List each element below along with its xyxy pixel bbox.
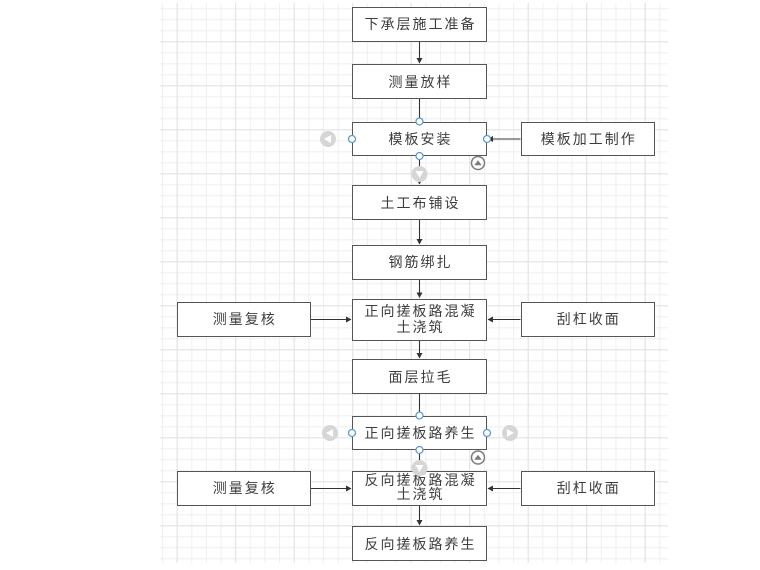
chevron-up-icon: [474, 454, 482, 460]
step-box-reverse-concrete-pouring[interactable]: 反向搓板路混凝 土浇筑: [352, 471, 487, 506]
step-label: 反向搓板路养生: [364, 536, 477, 553]
step-box-surface-texturing[interactable]: 面层拉毛: [352, 359, 487, 394]
step-box-site-preparation[interactable]: 下承层施工准备: [352, 6, 487, 42]
side-box-screeding-finish-2[interactable]: 刮杠收面: [520, 471, 655, 506]
side-label: 模板加工制作: [540, 131, 637, 148]
step-box-forward-concrete-pouring[interactable]: 正向搓板路混凝 土浇筑: [352, 298, 487, 341]
step-label-line-2: 土浇筑: [396, 487, 445, 504]
connector-side-1[interactable]: [487, 136, 521, 142]
step-box-rebar-binding[interactable]: 钢筋绑扎: [352, 245, 487, 280]
connection-handle-left[interactable]: [347, 134, 357, 144]
step-label: 测量放样: [388, 74, 453, 91]
connection-handle-right[interactable]: [482, 428, 492, 438]
side-box-survey-recheck-1[interactable]: 测量复核: [176, 301, 311, 337]
step-label: 面层拉毛: [388, 369, 453, 386]
side-box-screeding-finish-1[interactable]: 刮杠收面: [520, 301, 655, 337]
arrow-down-icon: [415, 171, 424, 178]
connection-handle-left[interactable]: [347, 428, 357, 438]
side-label: 测量复核: [212, 481, 277, 498]
arrowhead: [487, 485, 493, 492]
step-label-line-2: 土浇筑: [396, 319, 445, 336]
side-label: 测量复核: [212, 312, 277, 328]
arrowhead: [346, 485, 352, 492]
step-label: 正向搓板路养生: [364, 425, 477, 442]
quick-add-down-button[interactable]: [411, 460, 428, 476]
connection-handle-top[interactable]: [415, 117, 424, 126]
step-label: 下承层施工准备: [364, 17, 477, 33]
arrow-down-icon: [415, 465, 424, 472]
quick-add-left-button[interactable]: [322, 425, 338, 441]
arrowhead: [346, 316, 352, 323]
connector-4[interactable]: [416, 220, 423, 245]
connector-6[interactable]: [416, 340, 423, 359]
side-label: 刮杠收面: [556, 481, 621, 498]
quick-add-down-button[interactable]: [411, 166, 428, 182]
step-box-geotextile-laying[interactable]: 土工布铺设: [352, 185, 487, 220]
step-box-reverse-curing[interactable]: 反向搓板路养生: [352, 526, 487, 561]
connector-side-3[interactable]: [487, 316, 521, 323]
connector-side-2[interactable]: [311, 316, 352, 323]
collapse-button[interactable]: [470, 450, 486, 465]
arrowhead: [487, 316, 493, 323]
connection-handle-top[interactable]: [415, 411, 424, 420]
connector-side-5[interactable]: [487, 485, 521, 492]
step-box-survey-layout[interactable]: 测量放样: [352, 64, 487, 99]
connector-1[interactable]: [416, 41, 423, 64]
connector-9[interactable]: [416, 505, 423, 526]
side-box-survey-recheck-2[interactable]: 测量复核: [176, 471, 311, 506]
arrowhead: [416, 239, 423, 245]
step-label: 土工布铺设: [380, 195, 461, 212]
side-box-formwork-fabrication[interactable]: 模板加工制作: [520, 121, 655, 156]
connection-handle-bottom[interactable]: [415, 445, 424, 455]
step-box-forward-curing[interactable]: 正向搓板路养生: [352, 415, 487, 450]
arrow-left-icon: [324, 135, 331, 143]
connection-handle-right[interactable]: [482, 134, 492, 144]
quick-add-left-button[interactable]: [320, 131, 336, 147]
arrowhead: [416, 58, 423, 64]
selection-formwork-installation: [320, 117, 492, 182]
quick-add-right-button[interactable]: [502, 425, 518, 441]
connector-5[interactable]: [416, 279, 423, 299]
arrowhead: [416, 353, 423, 359]
arrow-right-icon: [507, 429, 514, 437]
collapse-button[interactable]: [470, 155, 486, 171]
step-label-line-1: 正向搓板路混凝: [364, 303, 477, 320]
step-label: 钢筋绑扎: [388, 255, 453, 272]
arrowhead: [416, 520, 423, 526]
side-label: 刮杠收面: [556, 312, 621, 328]
chevron-up-icon: [474, 160, 482, 166]
selection-forward-curing: [322, 411, 518, 476]
step-box-formwork-installation[interactable]: 模板安装: [352, 121, 487, 156]
connection-handle-bottom[interactable]: [415, 151, 424, 161]
step-label: 模板安装: [388, 131, 453, 148]
connector-side-4[interactable]: [311, 485, 352, 492]
arrow-left-icon: [326, 429, 333, 437]
arrowhead: [416, 292, 423, 298]
step-label-line-1: 反向搓板路混凝: [364, 472, 477, 489]
